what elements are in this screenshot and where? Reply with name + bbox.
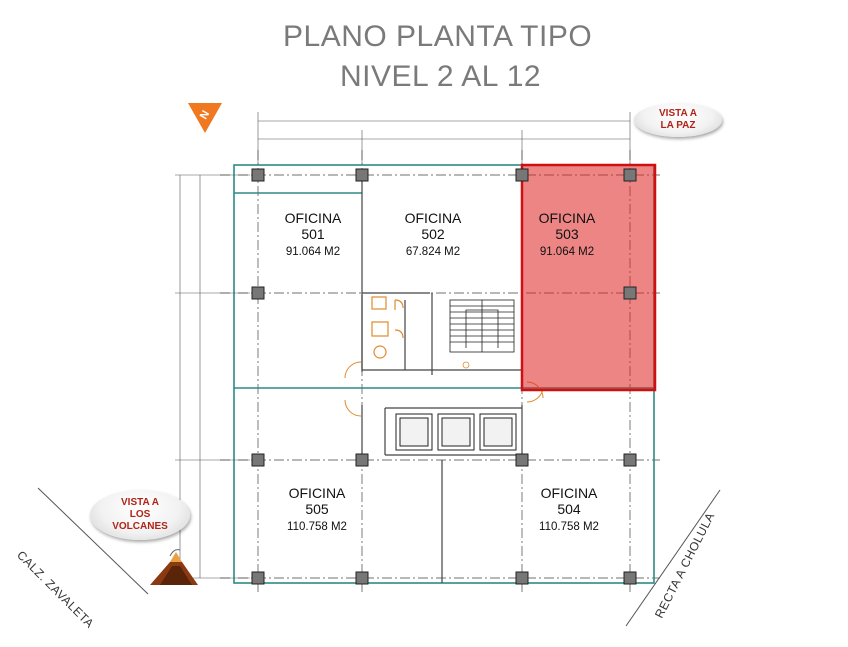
office-label: OFICINA xyxy=(540,485,598,501)
view-volcanes-line2: LOS xyxy=(129,509,151,520)
structural-columns xyxy=(251,168,637,585)
elevator-icon xyxy=(395,413,517,451)
view-la-paz-line1: VISTA A xyxy=(659,108,697,119)
office-504: OFICINA 504 110.758 M2 xyxy=(524,485,614,535)
office-area: 110.758 M2 xyxy=(287,521,347,533)
view-la-paz-badge: VISTA A LA PAZ xyxy=(634,103,722,137)
office-505: OFICINA 505 110.758 M2 xyxy=(272,485,362,535)
volcano-icon xyxy=(150,549,198,585)
view-volcanes-line3: VOLCANES xyxy=(112,521,168,532)
plan-title-line2: NIVEL 2 AL 12 xyxy=(340,60,542,93)
stair-icon xyxy=(449,299,515,369)
office-area: 91.064 M2 xyxy=(539,246,595,258)
office-number: 503 xyxy=(555,226,579,242)
highlight-office-503 xyxy=(520,163,657,392)
office-label: OFICINA xyxy=(288,485,346,501)
view-volcanes-line1: VISTA A xyxy=(121,497,159,508)
office-area: 67.824 M2 xyxy=(405,246,461,258)
office-502: OFICINA 502 67.824 M2 xyxy=(388,210,478,260)
office-area: 91.064 M2 xyxy=(285,246,341,258)
office-number: 504 xyxy=(557,501,581,517)
bathroom-fixtures xyxy=(371,296,404,359)
office-number: 502 xyxy=(421,226,445,242)
road-lines xyxy=(37,487,721,627)
top-dimension-lines xyxy=(257,112,631,165)
office-number: 501 xyxy=(301,226,325,242)
office-label: OFICINA xyxy=(284,210,342,226)
view-volcanes-badge: VISTA A LOS VOLCANES xyxy=(90,490,190,540)
view-la-paz-line2: LA PAZ xyxy=(660,120,696,131)
office-503: OFICINA 503 91.064 M2 xyxy=(522,210,612,260)
office-area: 110.758 M2 xyxy=(539,521,599,533)
office-label: OFICINA xyxy=(404,210,462,226)
office-501: OFICINA 501 91.064 M2 xyxy=(268,210,358,260)
plan-title-line1: PLANO PLANTA TIPO xyxy=(283,20,593,53)
office-number: 505 xyxy=(305,501,329,517)
north-arrow-icon: N xyxy=(188,103,222,133)
office-label: OFICINA xyxy=(538,210,596,226)
